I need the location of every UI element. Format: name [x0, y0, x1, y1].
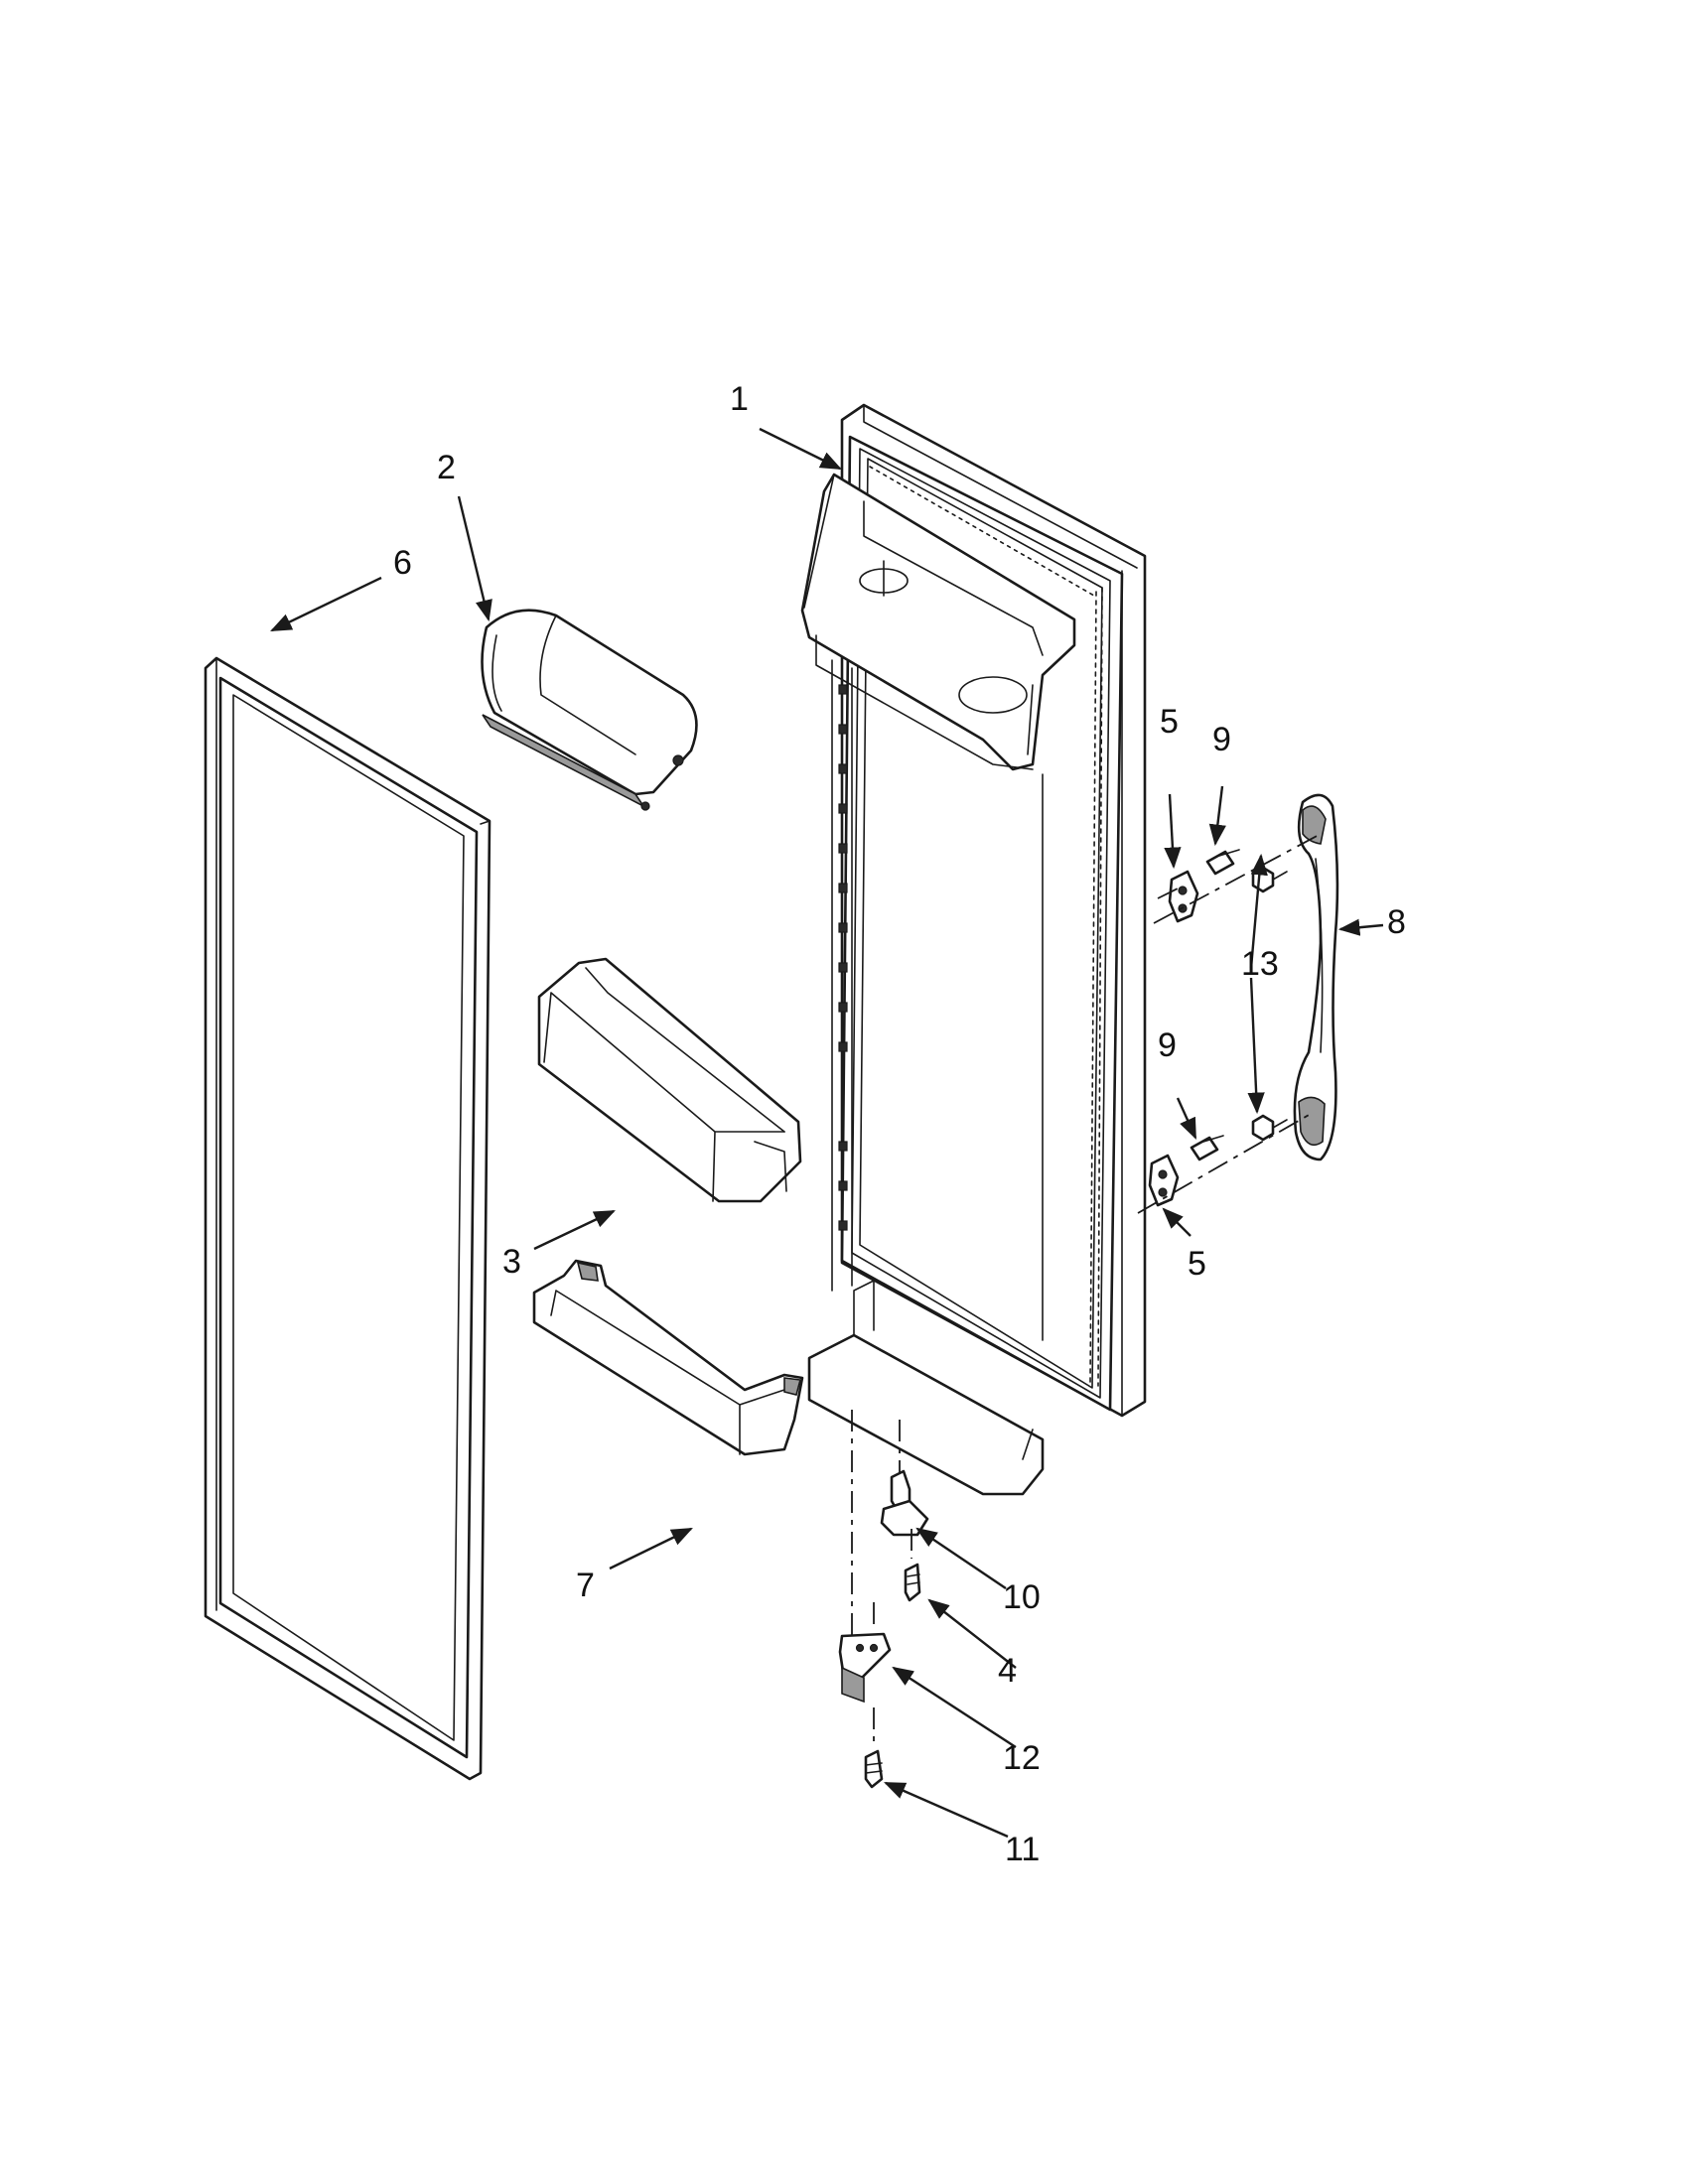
callout-4: 4 — [998, 1652, 1017, 1690]
callout-8: 8 — [1387, 903, 1406, 941]
callout-3: 3 — [502, 1243, 521, 1281]
door-gasket-part — [204, 656, 491, 1781]
callout-9-lower: 9 — [1158, 1026, 1177, 1064]
door-assembly-part — [800, 403, 1147, 1496]
upper-handle-mount — [1153, 833, 1322, 924]
callout-5-lower: 5 — [1188, 1245, 1206, 1283]
callout-12: 12 — [1003, 1739, 1041, 1777]
upper-door-bin-part — [537, 957, 802, 1203]
callout-7: 7 — [576, 1567, 595, 1604]
callout-labels: 1 2 6 5 9 8 13 9 5 3 7 10 4 12 11 — [393, 380, 1406, 1868]
callout-9-upper: 9 — [1212, 721, 1231, 758]
callout-13: 13 — [1241, 945, 1279, 983]
callout-11: 11 — [1005, 1831, 1040, 1868]
bottom-hinge-hardware — [838, 1410, 929, 1789]
door-handle-part — [1293, 793, 1339, 1161]
lower-door-bin-part — [532, 1259, 804, 1456]
dispenser-cover-part — [481, 609, 698, 811]
callout-2: 2 — [437, 449, 456, 486]
callout-5-upper: 5 — [1160, 703, 1179, 741]
callout-6: 6 — [393, 544, 412, 582]
shelf-studs — [838, 684, 848, 1231]
leader-arrows — [270, 427, 1384, 1839]
callout-10: 10 — [1003, 1578, 1041, 1616]
lower-handle-mount — [1137, 1113, 1312, 1214]
callout-1: 1 — [730, 380, 749, 418]
